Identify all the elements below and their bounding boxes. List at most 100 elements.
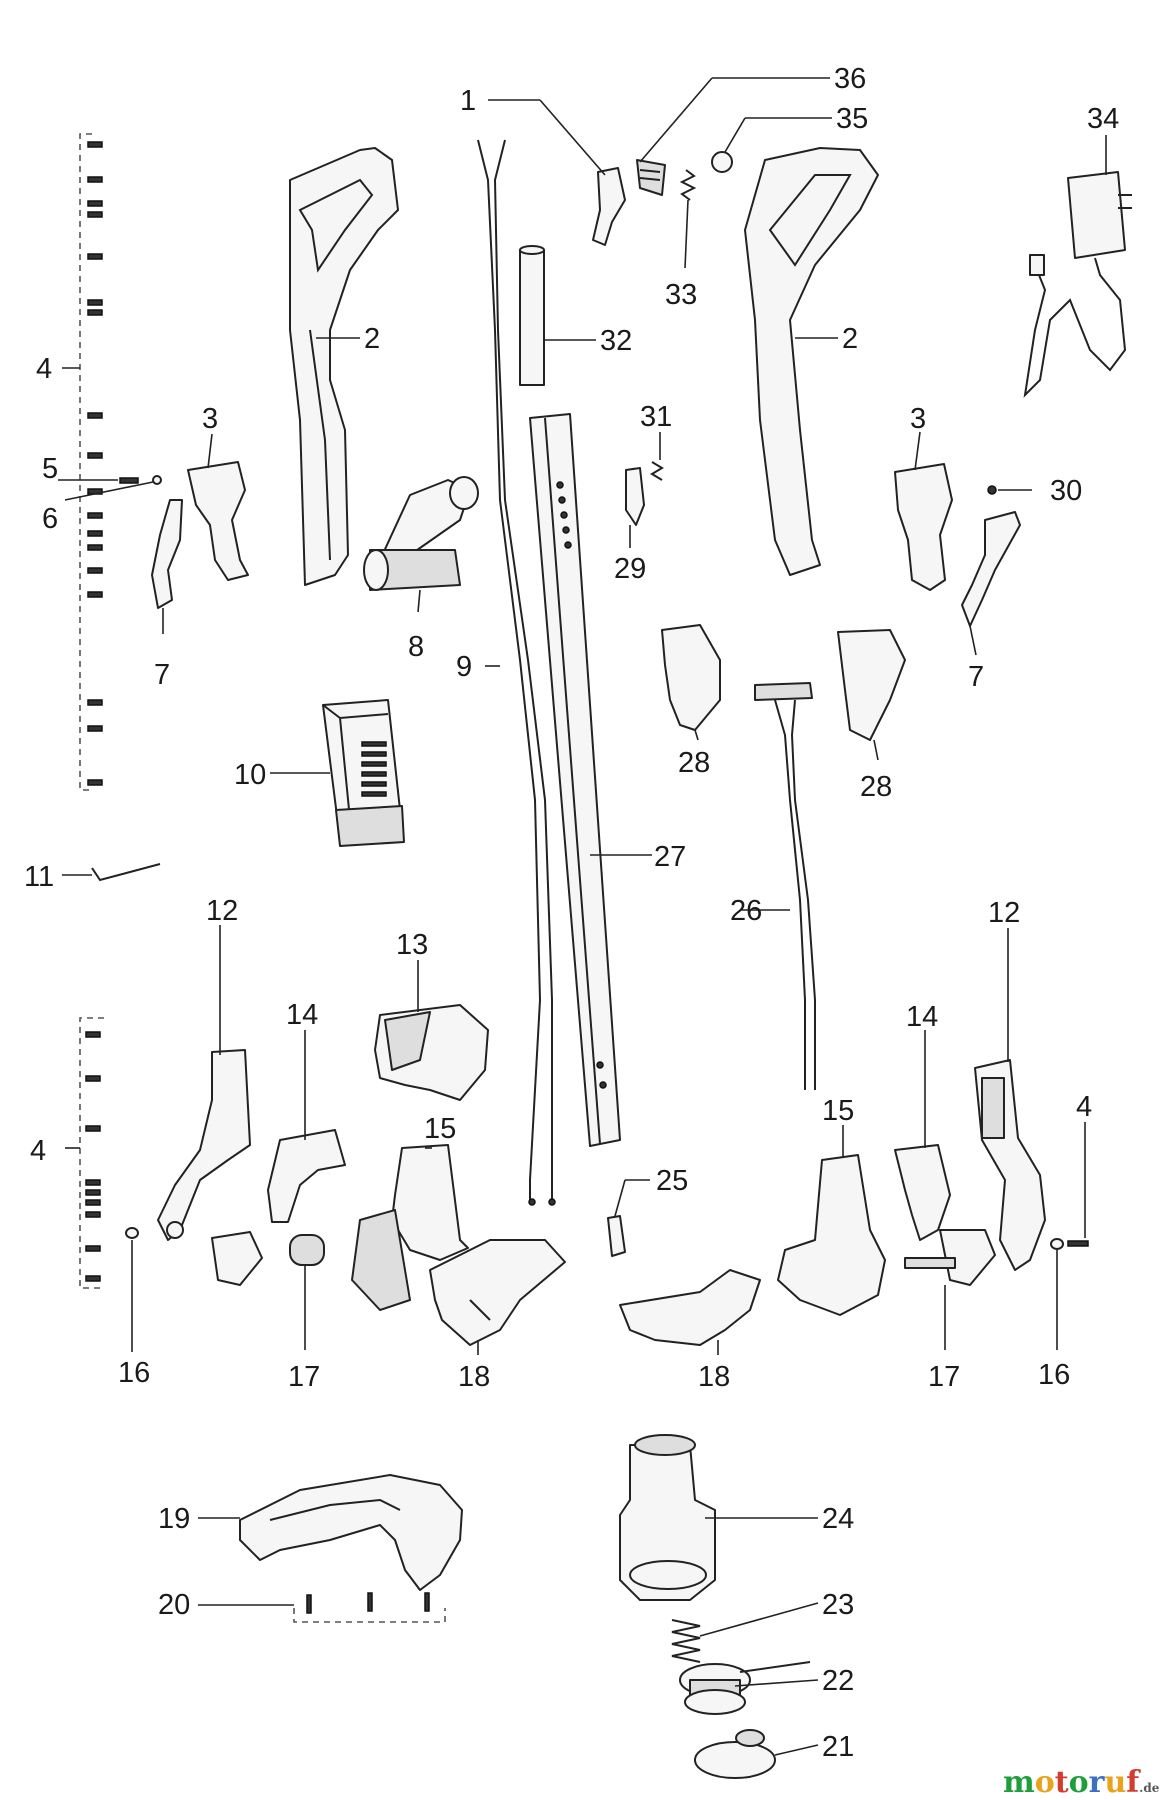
nut-30 xyxy=(987,485,997,495)
label-6: 6 xyxy=(42,503,58,535)
screw-set-4-bottom xyxy=(79,1017,104,1289)
charger-34 xyxy=(1023,171,1132,398)
cover-12-left xyxy=(157,1049,251,1241)
label-2-left: 2 xyxy=(364,323,380,355)
switch-latch-1 xyxy=(592,167,626,246)
battery-housing-28-left xyxy=(661,624,721,731)
spring-23 xyxy=(671,1619,701,1663)
cable-9 xyxy=(477,139,556,1206)
label-11: 11 xyxy=(24,861,54,893)
wm-r: r xyxy=(1089,1765,1106,1800)
battery-housing-28-right xyxy=(837,629,906,741)
label-16-left: 16 xyxy=(118,1357,150,1389)
label-7-left: 7 xyxy=(154,659,170,691)
lock-button-29 xyxy=(625,467,645,526)
shaft-27 xyxy=(529,413,621,1147)
handle-housing-left xyxy=(289,147,399,586)
label-32: 32 xyxy=(600,325,632,357)
wm-t: t xyxy=(1055,1765,1069,1800)
label-30: 30 xyxy=(1050,475,1082,507)
label-28-right: 28 xyxy=(860,771,892,803)
label-13: 13 xyxy=(396,929,428,961)
label-2-right: 2 xyxy=(842,323,858,355)
bracket-14-right xyxy=(894,1144,951,1241)
spring-clip-36 xyxy=(636,159,666,196)
housing-15-right xyxy=(777,1154,886,1316)
label-29: 29 xyxy=(614,553,646,585)
screw-4-right xyxy=(1067,1240,1089,1247)
wm-u: u xyxy=(1104,1765,1126,1800)
screw-set-4-top xyxy=(79,133,103,791)
label-12-left: 12 xyxy=(206,895,238,927)
label-31: 31 xyxy=(640,401,672,433)
label-17-right: 17 xyxy=(928,1361,960,1393)
bracket-14-left xyxy=(267,1129,346,1223)
label-4-bottom: 4 xyxy=(30,1135,46,1167)
trigger-left xyxy=(151,499,183,609)
label-20: 20 xyxy=(158,1589,190,1621)
svg-text:motoruf.de: motoruf.de xyxy=(1003,1765,1160,1800)
label-27: 27 xyxy=(654,841,686,873)
label-35: 35 xyxy=(836,103,868,135)
spool-holder-24 xyxy=(619,1434,716,1601)
label-36: 36 xyxy=(834,63,866,95)
label-4-top: 4 xyxy=(36,353,52,385)
cover-13 xyxy=(374,1004,489,1101)
inner-tube-32 xyxy=(519,245,545,386)
trigger-right xyxy=(961,511,1021,627)
label-21: 21 xyxy=(822,1731,854,1763)
leader-lines xyxy=(58,77,1107,1756)
label-14-right: 14 xyxy=(906,1001,938,1033)
label-18-left: 18 xyxy=(458,1361,490,1393)
label-28-left: 28 xyxy=(678,747,710,779)
spool-cap-21 xyxy=(694,1729,776,1779)
label-34: 34 xyxy=(1087,103,1119,135)
screw-set-20 xyxy=(293,1592,446,1623)
label-16-right: 16 xyxy=(1038,1359,1070,1391)
label-19: 19 xyxy=(158,1503,190,1535)
label-3-right: 3 xyxy=(910,403,926,435)
battery-10 xyxy=(322,699,405,847)
label-12-right: 12 xyxy=(988,897,1020,929)
switch-housing-right xyxy=(894,463,953,591)
handle-housing-right xyxy=(744,147,879,576)
label-7-right: 7 xyxy=(968,661,984,693)
guard-18-left xyxy=(429,1239,566,1346)
wm-o2: o xyxy=(1069,1765,1089,1800)
label-14-left: 14 xyxy=(286,999,318,1031)
spring-31 xyxy=(650,461,664,481)
label-3-left: 3 xyxy=(202,403,218,435)
label-24: 24 xyxy=(822,1503,854,1535)
label-18-right: 18 xyxy=(698,1361,730,1393)
label-22: 22 xyxy=(822,1665,854,1697)
label-23: 23 xyxy=(822,1589,854,1621)
motor-17-left xyxy=(211,1231,325,1286)
connector-25 xyxy=(607,1215,626,1257)
housing-15-left xyxy=(351,1144,469,1311)
motor-17-right xyxy=(904,1229,996,1286)
label-5: 5 xyxy=(42,453,58,485)
wire-harness-26 xyxy=(754,682,816,1090)
guard-19 xyxy=(239,1474,463,1591)
label-25: 25 xyxy=(656,1165,688,1197)
motor-assembly xyxy=(363,476,479,591)
label-26: 26 xyxy=(730,895,762,927)
wm-o1: o xyxy=(1035,1765,1055,1800)
label-8: 8 xyxy=(408,631,424,663)
label-4-right: 4 xyxy=(1076,1091,1092,1123)
watermark-logo: motoruf.de xyxy=(1003,1765,1160,1800)
cover-12-right xyxy=(974,1059,1046,1271)
part-labels: 1 36 35 34 33 2 32 2 4 3 31 3 30 5 6 29 … xyxy=(24,63,1119,1763)
label-9: 9 xyxy=(456,651,472,683)
label-15-left: 15 xyxy=(424,1113,456,1145)
label-33: 33 xyxy=(665,279,697,311)
spool-22 xyxy=(679,1661,811,1715)
hex-key-11 xyxy=(91,863,161,882)
guard-18-right xyxy=(619,1269,761,1346)
spring-33 xyxy=(679,169,697,201)
washer-6 xyxy=(152,475,162,485)
label-17-left: 17 xyxy=(288,1361,320,1393)
label-10: 10 xyxy=(234,759,266,791)
washer-16-left xyxy=(125,1227,139,1239)
